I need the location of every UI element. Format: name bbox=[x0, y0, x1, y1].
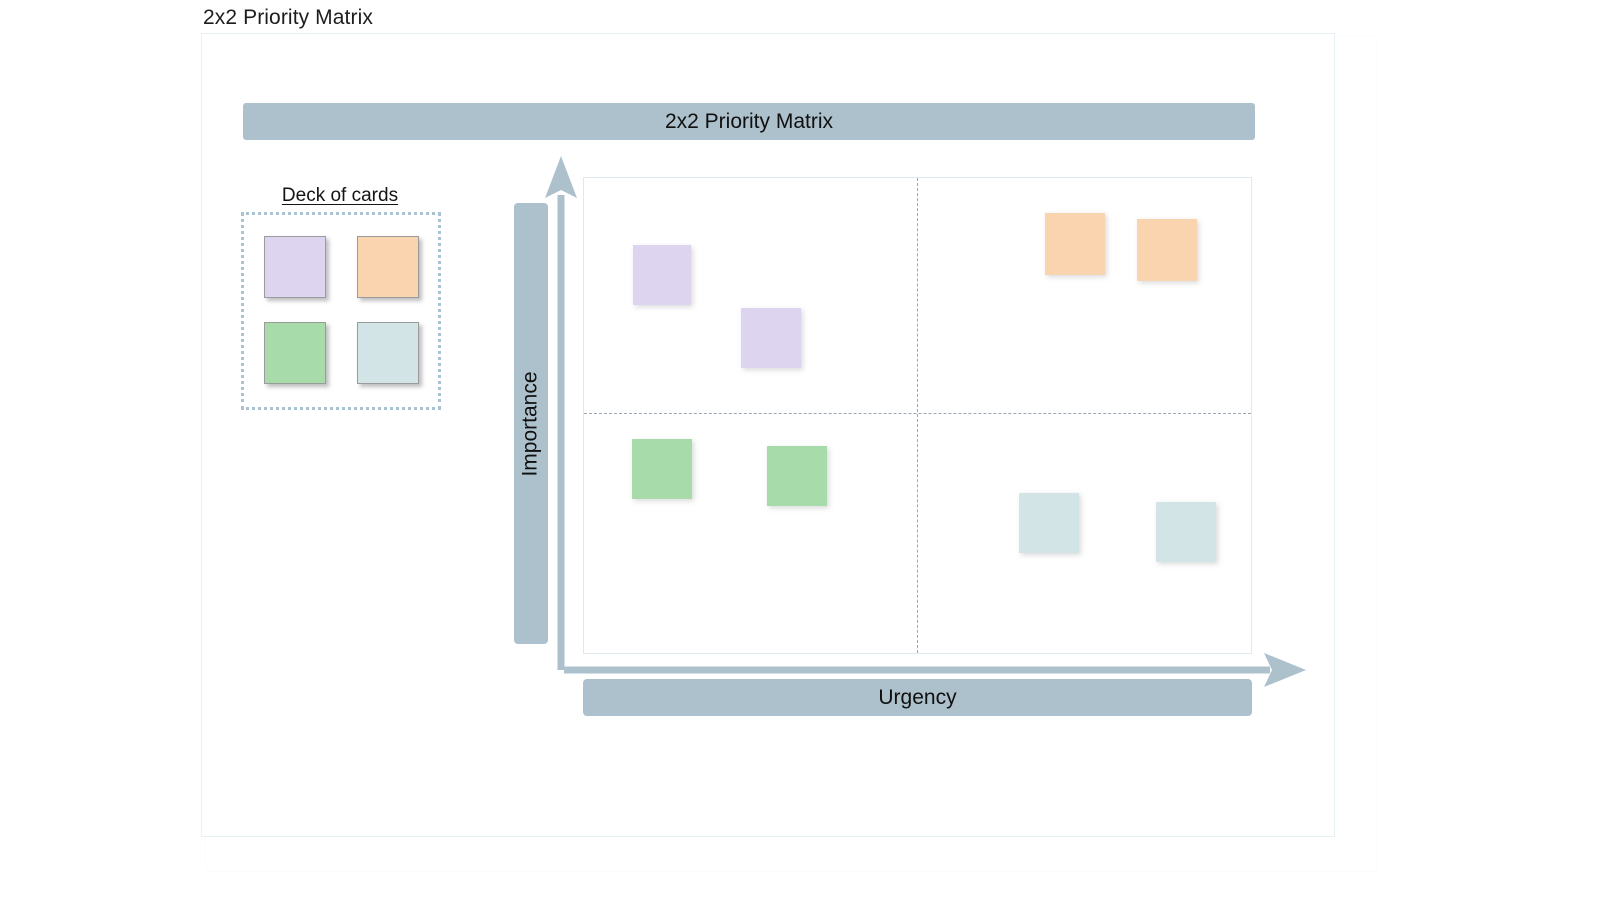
matrix-card-orange-1[interactable] bbox=[1045, 213, 1105, 275]
matrix-card-green-2[interactable] bbox=[767, 446, 827, 506]
deck-card-orange[interactable] bbox=[357, 236, 419, 298]
y-axis-arrow-icon bbox=[545, 156, 577, 670]
deck-of-cards-heading: Deck of cards bbox=[281, 185, 399, 206]
x-axis-label-bar[interactable]: Urgency bbox=[583, 679, 1252, 716]
matrix-card-orange-2[interactable] bbox=[1137, 219, 1197, 281]
x-axis-label-text: Urgency bbox=[878, 685, 957, 709]
matrix-card-purple-2[interactable] bbox=[741, 308, 801, 368]
priority-matrix-plot[interactable] bbox=[583, 177, 1252, 654]
y-axis-label-text: Importance bbox=[519, 370, 542, 477]
matrix-card-blue-2[interactable] bbox=[1156, 502, 1216, 562]
title-banner[interactable]: 2x2 Priority Matrix bbox=[243, 103, 1255, 140]
page-title: 2x2 Priority Matrix bbox=[203, 6, 373, 29]
x-axis-arrow-icon bbox=[564, 653, 1306, 687]
quadrant-divider-vertical bbox=[917, 178, 918, 653]
deck-card-purple[interactable] bbox=[264, 236, 326, 298]
axis-arrows bbox=[545, 156, 1306, 687]
matrix-card-blue-1[interactable] bbox=[1019, 493, 1079, 553]
title-banner-label: 2x2 Priority Matrix bbox=[664, 109, 834, 133]
matrix-card-green-1[interactable] bbox=[632, 439, 692, 499]
deck-card-green[interactable] bbox=[264, 322, 326, 384]
deck-card-blue[interactable] bbox=[357, 322, 419, 384]
matrix-card-purple-1[interactable] bbox=[633, 245, 691, 305]
quadrant-divider-horizontal bbox=[584, 413, 1251, 414]
y-axis-label-bar[interactable]: Importance bbox=[514, 203, 548, 644]
